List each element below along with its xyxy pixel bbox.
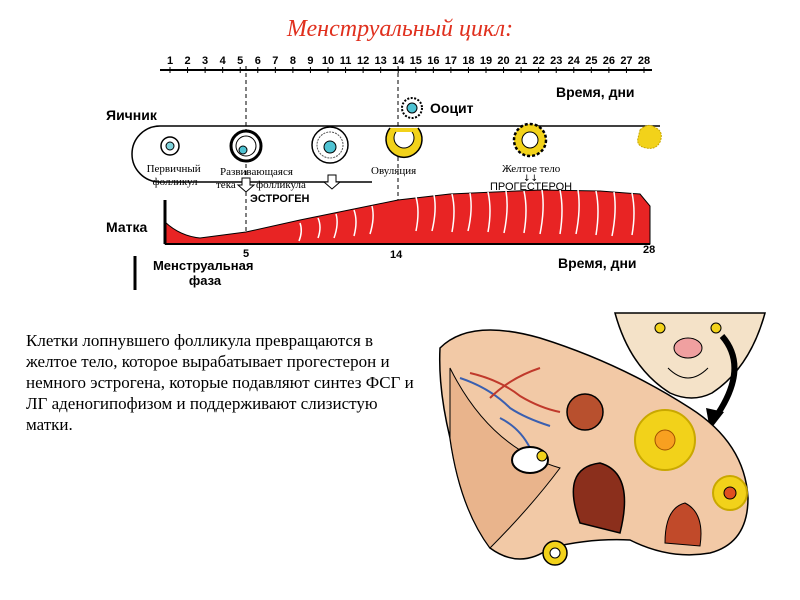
day-tick-label: 14: [392, 55, 405, 67]
day-tick-label: 5: [237, 55, 243, 67]
curved-arrow-icon: [712, 334, 738, 420]
marker-5-label: 5: [243, 248, 249, 260]
slide-title: Менструальный цикл:: [286, 16, 514, 42]
day-tick-label: 11: [340, 55, 352, 67]
corpus-albicans: [637, 124, 662, 149]
endometrium: [164, 189, 651, 245]
day-tick-label: 20: [497, 55, 509, 67]
oocyte-label: Ооцит: [430, 100, 474, 116]
uterus-label: Матка: [106, 219, 147, 235]
day-tick-label: 13: [375, 55, 387, 67]
follicles: [511, 393, 748, 566]
developing-follicle: [229, 129, 263, 163]
ovulation-label: Овуляция: [371, 165, 416, 177]
day-tick-label: 21: [515, 55, 527, 67]
day-tick-label: 18: [462, 55, 474, 67]
endometrium-glands: [298, 189, 635, 242]
menstrual-phase-label: Менструальная фаза: [153, 258, 257, 288]
day-tick-label: 26: [603, 55, 615, 67]
day-tick-label: 7: [272, 55, 278, 67]
day-tick-label: 10: [322, 55, 334, 67]
day-tick-label: 1: [167, 55, 173, 67]
day-tick-label: 9: [307, 55, 313, 67]
day-tick-label: 2: [184, 55, 190, 67]
blood-vessels: [459, 367, 561, 449]
day-tick-label: 17: [445, 55, 457, 67]
ovary-hilum: [449, 367, 561, 549]
day-tick-label: 16: [427, 55, 439, 67]
day-tick-label: 6: [255, 55, 261, 67]
estrogen-arrows: [236, 174, 342, 193]
day-tick-label: 23: [550, 55, 562, 67]
day-tick-label: 24: [568, 55, 581, 67]
ovary-label: Яичник: [106, 107, 158, 123]
day-tick-label: 3: [202, 55, 208, 67]
day-tick-label: 12: [357, 55, 369, 67]
day-tick-label: 19: [480, 55, 492, 67]
corpus-arrow-icon: ↓↓: [523, 174, 538, 184]
primary-follicle-label: Первичный фолликул: [147, 163, 204, 188]
oocyte: [401, 97, 423, 119]
time-label-top: Время, дни: [556, 84, 635, 100]
day-tick-label: 28: [638, 55, 650, 67]
developing-follicle-label: Развивающаяся тека фолликула: [216, 166, 306, 191]
estrogen-label: ЭСТРОГЕН: [250, 193, 310, 205]
marker-28-label: 28: [643, 244, 655, 256]
ovulating-follicle: [385, 127, 423, 158]
ovary-illustration: [438, 312, 766, 566]
body-inset: [614, 312, 766, 399]
primary-follicle: [160, 136, 180, 156]
day-tick-label: 15: [410, 55, 422, 67]
corpus-luteum: [512, 122, 548, 158]
time-label-bottom: Время, дни: [558, 255, 637, 271]
day-tick-label: 8: [290, 55, 296, 67]
corpus-luteum-label: Желтое тело: [502, 163, 561, 175]
day-tick-label: 27: [620, 55, 632, 67]
day-tick-label: 4: [220, 55, 227, 67]
day-tick-label: 22: [533, 55, 545, 67]
marker-14-label: 14: [390, 249, 403, 261]
day-tick-label: 25: [585, 55, 597, 67]
ovary-band: [131, 125, 660, 183]
explanation-text: Клетки лопнувшего фолликула превращаются…: [26, 331, 414, 434]
mature-follicle: [311, 126, 349, 164]
